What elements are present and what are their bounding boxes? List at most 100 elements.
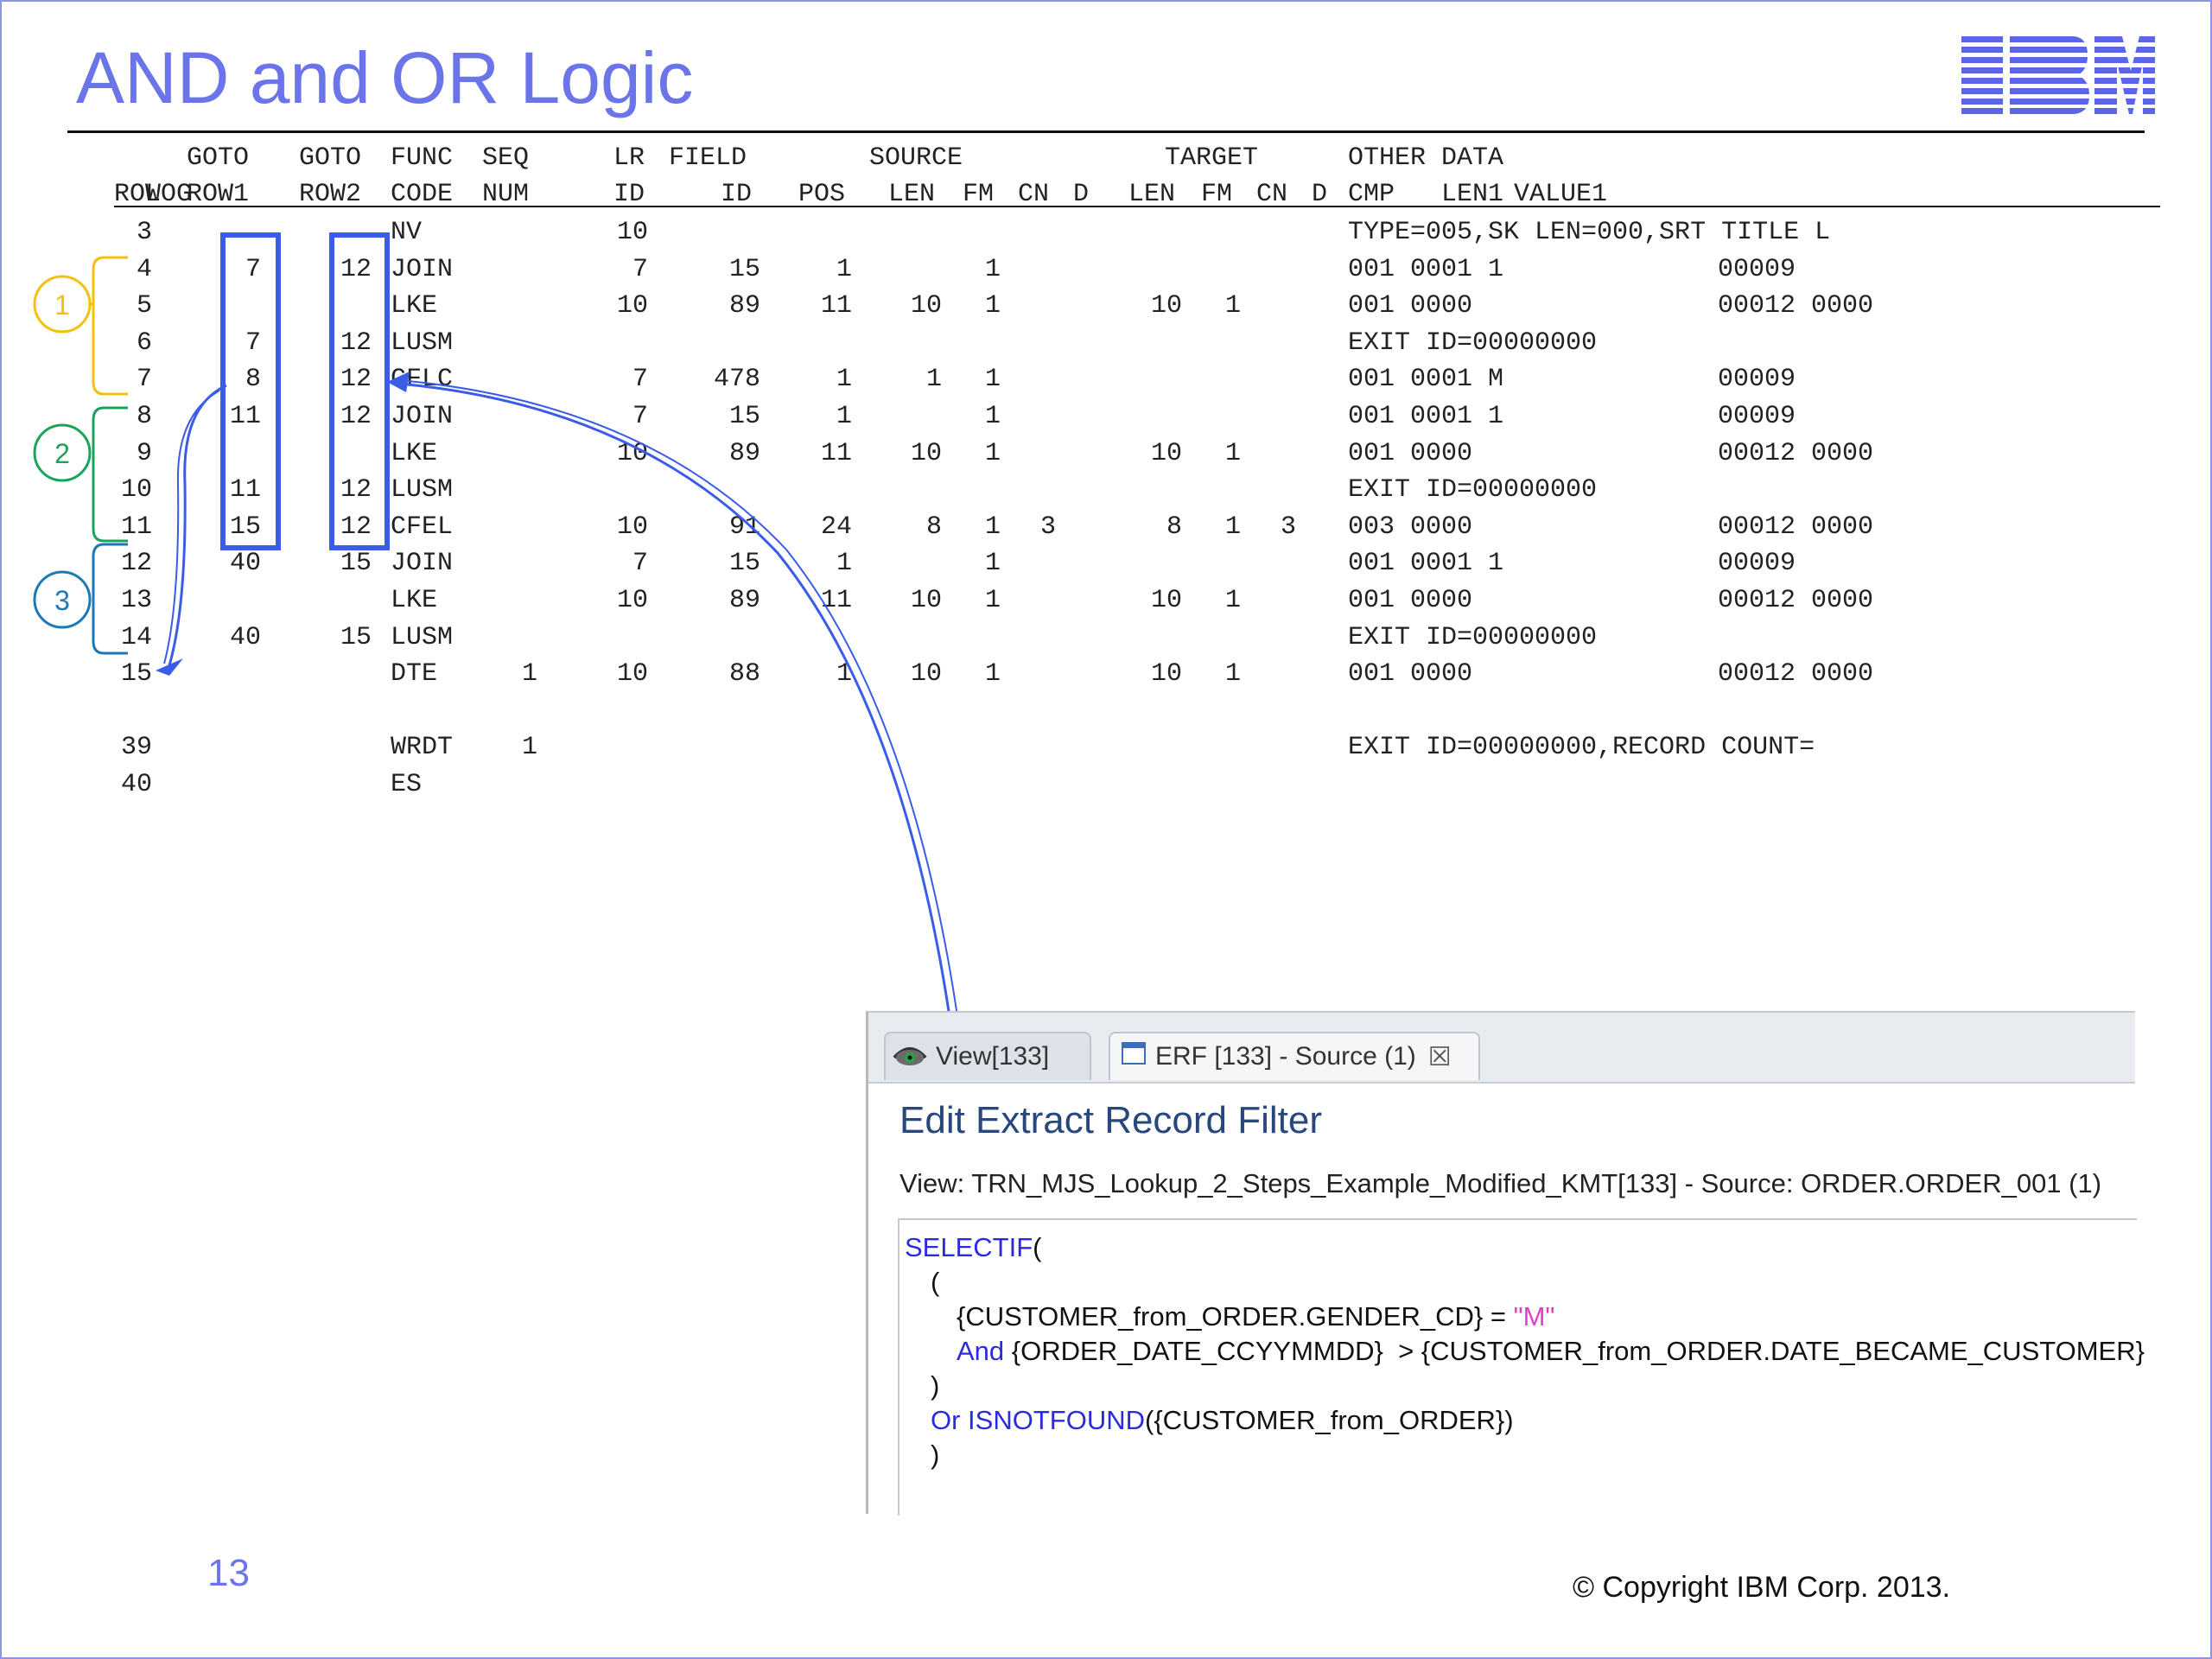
cell-other: 001 0000 <box>1348 291 1473 321</box>
cell-goto2: 12 <box>340 475 372 505</box>
cell-pos: 24 <box>820 512 852 542</box>
cell-row: 9 <box>136 438 152 468</box>
cell-pos: 11 <box>820 291 852 321</box>
hdr-other-data: OTHER DATA <box>1348 143 1504 173</box>
cell-lr: 10 <box>616 586 648 615</box>
cell-row: 8 <box>136 402 152 431</box>
code-line-5: ) <box>931 1370 940 1401</box>
tab-erf-source[interactable]: ERF [133] - Source (1) ☒ <box>1109 1032 1480 1080</box>
hdr-len: LEN <box>888 180 936 209</box>
cell-func: LKE <box>391 438 438 468</box>
cell-pos: 1 <box>836 254 852 284</box>
cell-row: 10 <box>120 475 152 505</box>
cell-other: 001 0001 1 <box>1348 549 1504 579</box>
cell-func: CFEL <box>391 512 454 542</box>
cell-value: 00012 0000 <box>1718 512 1874 542</box>
cell-len: 8 <box>925 512 942 542</box>
cell-func: CFLC <box>391 365 454 395</box>
hdr-cmp: CMP <box>1348 180 1395 209</box>
cell-tfm: 1 <box>1224 438 1241 468</box>
cell-fm: 1 <box>984 365 1001 395</box>
cell-lr: 7 <box>632 549 648 579</box>
cell-len: 10 <box>910 659 942 690</box>
cell-pos: 11 <box>820 586 852 615</box>
cell-tlen: 10 <box>1150 291 1182 321</box>
filter-code-editor[interactable]: SELECTIF( ( {CUSTOMER_from_ORDER.GENDER_… <box>898 1218 2145 1516</box>
code-and-keyword: And <box>957 1336 1005 1366</box>
close-icon[interactable]: ☒ <box>1427 1042 1452 1071</box>
hdr-goto1: GOTO <box>187 143 250 173</box>
hdr-code: CODE <box>391 180 454 209</box>
code-paren-open: ( <box>1033 1232 1042 1262</box>
cell-field: 15 <box>728 254 760 284</box>
tab-view-133[interactable]: View[133] <box>884 1032 1091 1080</box>
cell-pos: 1 <box>836 549 852 579</box>
cell-goto1: 7 <box>245 327 261 358</box>
cell-field: 89 <box>728 291 760 321</box>
cell-other: EXIT ID=00000000 <box>1348 327 1598 358</box>
cell-fm: 1 <box>984 438 1001 468</box>
cell-row: 13 <box>120 586 152 615</box>
cell-goto2: 15 <box>340 622 372 652</box>
cell-row: 6 <box>136 327 152 358</box>
cell-tfm: 1 <box>1224 659 1241 690</box>
cell-field: 15 <box>728 549 760 579</box>
hdr-goto2: GOTO <box>299 143 362 173</box>
cell-tfm: 1 <box>1224 291 1241 321</box>
hdr-tfm: FM <box>1201 180 1233 209</box>
ibm-logo <box>1961 36 2155 114</box>
cell-field: 88 <box>728 659 760 690</box>
cell-fm: 1 <box>984 402 1001 431</box>
cell-other: TYPE=005,SK LEN=000,SRT TITLE L <box>1348 218 1831 247</box>
cell-func: LUSM <box>391 622 454 652</box>
cell-lr: 7 <box>632 402 648 431</box>
cell-tlen: 10 <box>1150 659 1182 690</box>
cell-fm: 1 <box>984 254 1001 284</box>
hdr-len1: LEN1 <box>1441 180 1504 209</box>
cell-func: JOIN <box>391 549 454 579</box>
cell-lr: 10 <box>616 438 648 468</box>
cell-field: 478 <box>713 365 760 395</box>
copyright-notice: © Copyright IBM Corp. 2013. <box>1573 1571 1951 1604</box>
cell-seq: 1 <box>521 733 537 763</box>
cell-goto1: 7 <box>245 254 261 284</box>
cell-goto2: 15 <box>340 549 372 579</box>
cell-lr: 10 <box>616 512 648 542</box>
code-string-m: "M" <box>1513 1301 1555 1332</box>
cell-func: WRDT <box>391 733 454 763</box>
erf-editor-window: View[133] ERF [133] - Source (1) ☒ Edit … <box>866 1011 2145 1516</box>
hdr-field-id: ID <box>721 180 753 209</box>
code-notfound-arg: ({CUSTOMER_from_ORDER}) <box>1145 1405 1514 1435</box>
cell-field: 91 <box>728 512 760 542</box>
cell-seq: 1 <box>521 659 537 690</box>
hdr-num: NUM <box>482 180 530 209</box>
cell-row: 40 <box>120 770 152 799</box>
cell-goto2: 12 <box>340 254 372 284</box>
cell-row: 7 <box>136 365 152 395</box>
cell-value: 00012 0000 <box>1718 291 1874 321</box>
cell-goto2: 12 <box>340 327 372 358</box>
cell-pos: 11 <box>820 438 852 468</box>
hdr-td: D <box>1312 180 1328 209</box>
cell-other: 001 0000 <box>1348 438 1473 468</box>
hdr-target: TARGET <box>1165 143 1259 173</box>
cell-goto1: 11 <box>229 475 261 505</box>
hdr-tlen: LEN <box>1128 180 1176 209</box>
editor-view-source-info: View: TRN_MJS_Lookup_2_Steps_Example_Mod… <box>899 1168 2102 1198</box>
cell-goto1: 40 <box>229 549 261 579</box>
cell-fm: 1 <box>984 586 1001 615</box>
hdr-id: ID <box>613 180 645 209</box>
code-gender-cond: {CUSTOMER_from_ORDER.GENDER_CD} = <box>957 1301 1514 1332</box>
cell-row: 11 <box>120 512 152 542</box>
cell-value: 00009 <box>1718 402 1796 431</box>
cell-value: 00012 0000 <box>1718 659 1874 690</box>
cell-lr: 10 <box>616 218 648 247</box>
cell-row: 12 <box>120 549 152 579</box>
cell-other: 001 0001 1 <box>1348 254 1504 284</box>
cell-tlen: 8 <box>1166 512 1182 542</box>
cell-func: NV <box>391 218 423 247</box>
hdr-source: SOURCE <box>869 143 963 173</box>
hdr-value1: VALUE1 <box>1514 180 1608 209</box>
cell-pos: 1 <box>836 365 852 395</box>
cell-row: 5 <box>136 291 152 321</box>
